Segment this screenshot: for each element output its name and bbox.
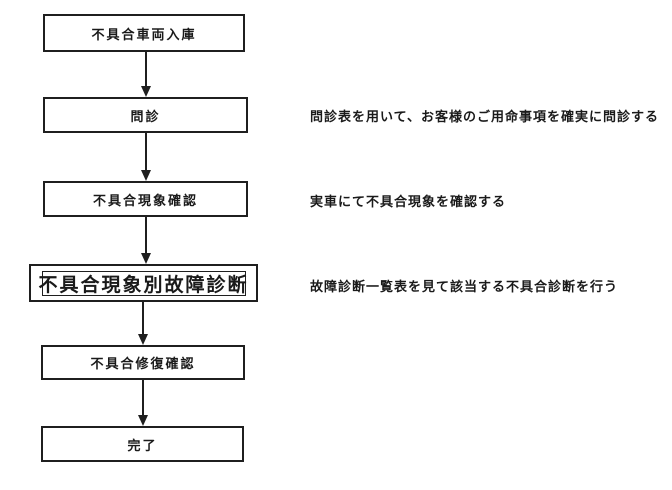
flow-arrow: [140, 52, 152, 97]
flow-arrow: [137, 302, 149, 345]
note-symptom-check: 実車にて不具合現象を確認する: [310, 194, 507, 209]
flow-arrow: [140, 133, 152, 181]
flow-step-label: 不具合車両入庫: [91, 26, 197, 42]
arrow-head-icon: [138, 334, 148, 345]
flow-step-label: 不具合現象別故障診断: [38, 274, 249, 296]
note-interview: 問診表を用いて、お客様のご用命事項を確実に問診する: [310, 109, 659, 124]
arrow-head-icon: [138, 415, 148, 426]
arrow-line: [145, 217, 147, 253]
flow-arrow: [140, 217, 152, 264]
arrow-head-icon: [141, 170, 151, 181]
arrow-head-icon: [141, 253, 151, 264]
flow-step-inner-frame: 不具合現象別故障診断: [38, 270, 249, 296]
flow-step-label: 完了: [127, 437, 158, 453]
arrow-line: [142, 302, 144, 334]
flow-step-label: 不具合現象確認: [92, 192, 198, 208]
arrow-line: [145, 133, 147, 170]
flow-step-label: 不具合修復確認: [90, 356, 196, 371]
arrow-line: [145, 52, 147, 86]
arrow-head-icon: [141, 86, 151, 97]
flow-arrow: [137, 380, 149, 426]
note-fault-diagnosis: 故障診断一覧表を見て該当する不具合診断を行う: [310, 279, 619, 294]
flow-step-interview: 問診: [43, 97, 248, 133]
flow-step-complete: 完了: [41, 426, 244, 462]
flow-step-repair-check: 不具合修復確認: [41, 345, 245, 380]
flow-step-vehicle-arrival: 不具合車両入庫: [43, 14, 245, 52]
flow-step-label: 問診: [130, 108, 161, 124]
flow-step-symptom-check: 不具合現象確認: [43, 181, 248, 217]
flow-step-fault-diagnosis: 不具合現象別故障診断: [29, 264, 258, 302]
arrow-line: [142, 380, 144, 415]
